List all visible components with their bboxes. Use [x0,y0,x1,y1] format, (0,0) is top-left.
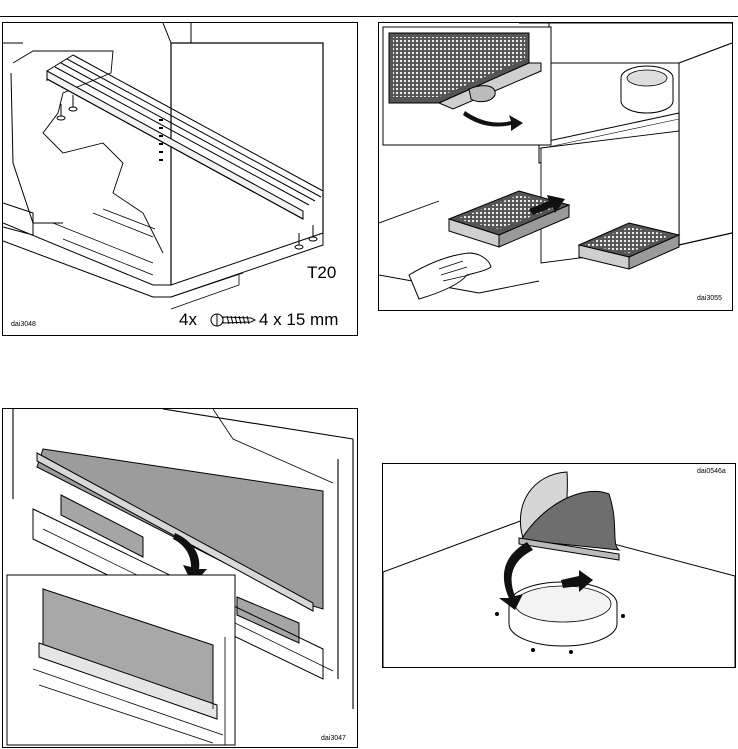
figure-filter-removal: dai3055 [378,22,733,311]
figure-reference: dai3048 [11,321,36,328]
header-rule [0,16,738,17]
figure-reference: dai0546a [697,468,726,475]
hand-icon [409,253,491,299]
screw-icon [57,95,317,249]
figure-cover-fitting: dai3047 [2,408,358,748]
damper-illustration [383,464,735,667]
cabinet-illustration [3,23,357,335]
screw-size: 4 x 15 mm [259,310,338,330]
cover-illustration [3,409,357,747]
figure-screw-removal: T20 4x 4 x 15 mm dai3048 [2,22,358,336]
figure-reference: dai3047 [321,735,346,742]
filter-illustration [379,23,732,310]
screw-quantity: 4x [179,310,197,330]
figure-reference: dai3055 [697,295,722,302]
screw-symbol-icon [211,314,255,326]
tool-label: T20 [307,263,336,283]
grille-strips [47,55,323,219]
figure-damper-fitting: dai0546a [382,463,736,668]
